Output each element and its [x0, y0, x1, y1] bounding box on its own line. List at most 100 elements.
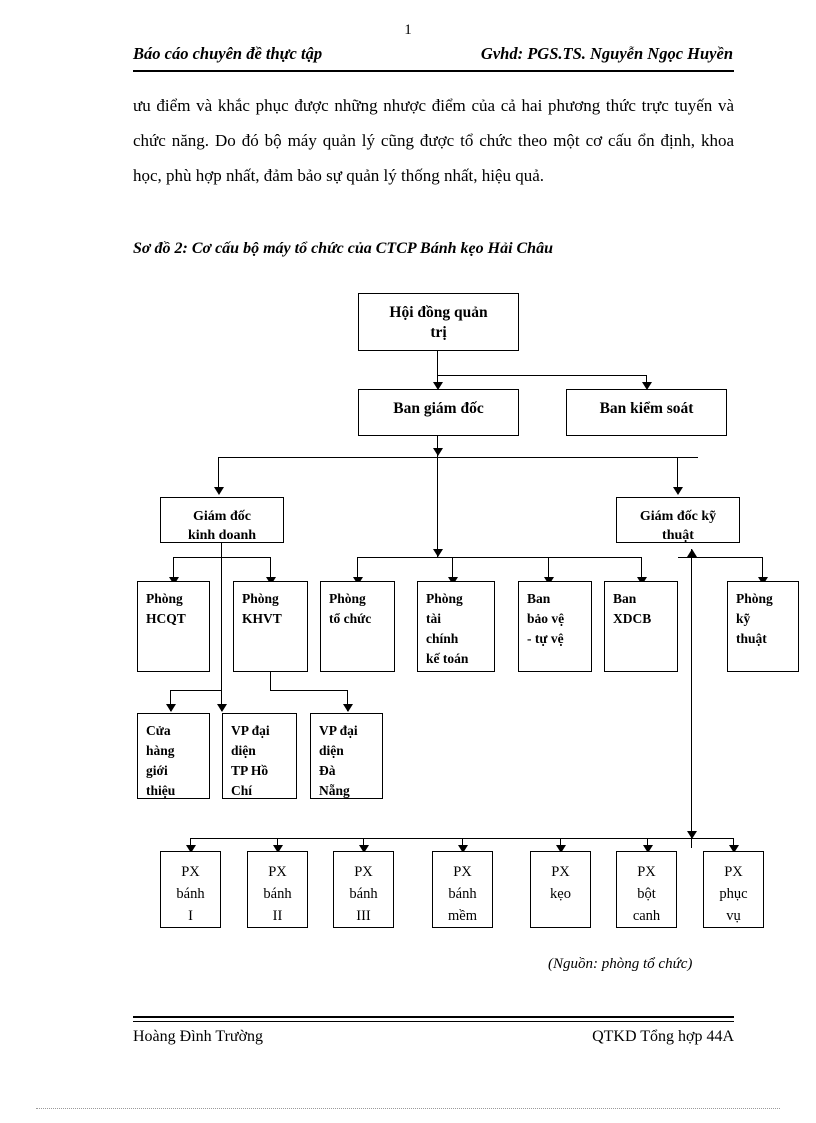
node-label-line1: Phòng [736, 591, 773, 606]
node-label-line2: kỹ [736, 611, 751, 626]
page-footer: Hoàng Đình Trường QTKD Tổng hợp 44A [133, 1028, 734, 1046]
node-label-line4: thiệu [146, 783, 176, 798]
edge-gdkd-to-hcqt [173, 557, 175, 579]
node-label-line3: III [356, 908, 371, 924]
node-phong-to-chuc: Phòng tổ chức [320, 581, 395, 672]
node-label-line1: PX [551, 864, 570, 880]
node-label-line1: Cửa [146, 723, 171, 738]
node-ban-giam-doc: Ban giám đốc [358, 389, 519, 436]
edge-to-baove [548, 557, 550, 579]
node-label-line3: I [188, 908, 193, 924]
arrow-gdkd-to-cuahang [217, 704, 227, 712]
node-label-line2: bánh [349, 886, 378, 902]
node-label-line1: Phòng [329, 591, 366, 606]
header-right-text: Gvhd: PGS.TS. Nguyễn Ngọc Huyền [480, 44, 733, 63]
node-label-line2: tài [426, 611, 441, 626]
node-label-line3: II [272, 908, 283, 924]
arrow-to-px4 [458, 845, 468, 853]
arrow-to-px6 [643, 845, 653, 853]
edge-hdqt-stem [437, 351, 439, 376]
node-label-line1: PX [724, 864, 743, 880]
arrow-bgd-to-gdkt [673, 487, 683, 495]
node-label-line1: Phòng [426, 591, 463, 606]
edge-to-cuahang [170, 690, 172, 711]
node-px-banh-2: PX bánh II [247, 851, 308, 928]
edge-hdqt-to-bks [646, 375, 648, 384]
node-px-banh-mem: PX bánh mềm [432, 851, 493, 928]
node-label-line3: - tự vệ [527, 631, 564, 646]
node-label-line4: Nẵng [319, 783, 350, 798]
node-px-keo: PX kẹo [530, 851, 591, 928]
arrow-hdqt-to-bks [642, 382, 652, 390]
node-label-line4: kế toán [426, 651, 469, 666]
edge-gdkt-to-kythuat [762, 557, 764, 579]
node-label-line3: TP Hồ [231, 763, 269, 778]
node-label-line2: bánh [448, 886, 477, 902]
node-giam-doc-ky-thuat: Giám đốc kỹ thuật [616, 497, 740, 543]
body-paragraph: ưu điểm và khắc phục được những nhược đi… [133, 96, 734, 185]
edge-bgd-to-gdkt [677, 457, 679, 489]
node-label-line1: Giám đốc kỹ [639, 509, 717, 524]
node-phong-ky-thuat: Phòng kỹ thuật [727, 581, 799, 672]
node-label-line3: mềm [448, 908, 477, 924]
node-label-line2: XDCB [613, 611, 652, 626]
node-label: Ban kiểm soát [599, 400, 694, 417]
node-label-line3: giới [146, 763, 168, 778]
node-label-line1: Phòng [242, 591, 279, 606]
node-cua-hang-gioi-thieu: Cửa hàng giới thiệu [137, 713, 210, 799]
node-label-line2: kinh doanh [187, 528, 257, 543]
node-label-line1: PX [637, 864, 656, 880]
node-giam-doc-kinh-doanh: Giám đốc kinh doanh [160, 497, 284, 543]
arrow-gdkt-spine-down [687, 831, 697, 839]
node-label-line1: Giám đốc [193, 509, 251, 524]
node-label-line2: phục [719, 886, 748, 902]
page-number: 1 [404, 22, 412, 38]
node-label-line2: hàng [146, 743, 175, 758]
edge-cuahang-bus [170, 690, 222, 692]
edge-khvt-to-vpdn [347, 690, 349, 711]
page-edge-dotted-line [36, 1108, 780, 1110]
edge-khvt-bus [270, 690, 348, 692]
node-label-line1: PX [268, 864, 287, 880]
node-label-line1: Ban [613, 591, 637, 606]
edge-bgd-directors-bus [218, 457, 698, 459]
edge-hdqt-bus [437, 375, 647, 377]
node-label-line1: PX [181, 864, 200, 880]
node-phong-hcqt: Phòng HCQT [137, 581, 210, 672]
edge-hdqt-to-bgd [437, 375, 439, 384]
node-px-banh-1: PX bánh I [160, 851, 221, 928]
node-label-line2: thuật [662, 528, 694, 543]
node-label-line1: Ban [527, 591, 551, 606]
node-label-line2: bảo vệ [527, 611, 565, 626]
footer-divider-top [133, 1016, 734, 1018]
edge-to-xdcb [641, 557, 643, 579]
arrow-bgd-spine-mid [433, 448, 443, 456]
node-label-line2: diện [319, 743, 344, 758]
node-px-phuc-vu: PX phục vụ [703, 851, 764, 928]
arrow-gdkt-spine-up [687, 549, 697, 557]
node-label-line1: VP đại [231, 723, 270, 738]
node-label-line1: PX [354, 864, 373, 880]
page-header: Báo cáo chuyên đề thực tập Gvhd: PGS.TS.… [133, 44, 733, 64]
edge-bgd-spine [437, 436, 439, 557]
node-ban-xdcb: Ban XDCB [604, 581, 678, 672]
node-label-line2: diện [231, 743, 256, 758]
edge-to-tochuc [357, 557, 359, 579]
node-label-line2: bánh [263, 886, 292, 902]
arrow-khvt-to-vpdn [343, 704, 353, 712]
header-divider [133, 70, 734, 72]
arrow-to-px7 [729, 845, 739, 853]
node-label-line1: Phòng [146, 591, 183, 606]
node-label-line1: VP đại [319, 723, 358, 738]
arrow-to-px5 [556, 845, 566, 853]
node-hoi-dong-quan-tri: Hội đồng quản trị [358, 293, 519, 351]
footer-divider-bottom [133, 1021, 734, 1022]
node-label-line3: thuật [736, 631, 767, 646]
node-label-line4: Chí [231, 783, 253, 798]
node-label-line3: canh [632, 908, 661, 924]
node-px-banh-3: PX bánh III [333, 851, 394, 928]
edge-khvt-stem [270, 672, 272, 691]
node-label-line2: bánh [176, 886, 205, 902]
node-label-line1: PX [453, 864, 472, 880]
node-label-line3: vụ [726, 908, 741, 924]
